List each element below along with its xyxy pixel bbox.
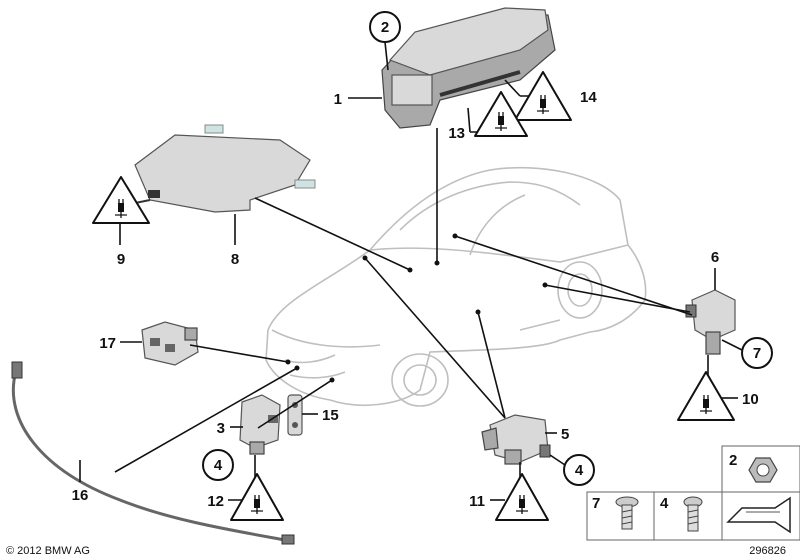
callout-label: 1 (334, 91, 342, 108)
arrow-icon (726, 496, 791, 534)
callout-label: 5 (561, 426, 569, 443)
callout-label: 17 (99, 335, 116, 352)
callout-circle-2: 2 (369, 11, 401, 43)
callout-label: 2 (381, 19, 389, 36)
callout-circle-4: 4 (563, 454, 595, 486)
callout-label: 7 (753, 345, 761, 362)
screw-icon (615, 496, 639, 530)
callout-label: 10 (742, 391, 759, 408)
callout-label: 11 (469, 493, 485, 510)
connector-warning-icon (92, 176, 150, 224)
connector-warning-icon (474, 91, 528, 137)
nut-label: 2 (729, 452, 737, 469)
callout-label: 12 (207, 493, 224, 510)
antenna-cable-part (11, 361, 295, 545)
nut-icon (748, 457, 778, 483)
callout-label: 15 (322, 407, 339, 424)
callout-label: 4 (214, 457, 223, 474)
copyright-text: © 2012 BMW AG (6, 545, 90, 557)
fastener-panel (586, 445, 800, 541)
callout-label: 8 (231, 251, 239, 268)
connector-warning-icon (495, 473, 549, 521)
front-sensor-part (239, 394, 281, 455)
leader-lines (79, 41, 743, 501)
screw-icon (683, 496, 703, 532)
bracket-part (287, 394, 303, 436)
callout-circle-7: 7 (741, 337, 773, 369)
callout-label: 4 (575, 462, 584, 479)
connector-warning-icon (230, 473, 284, 521)
connector-block-part (141, 321, 199, 366)
screw-label-4: 4 (660, 495, 669, 512)
callout-label: 16 (72, 487, 89, 504)
callout-label: 14 (580, 89, 597, 106)
side-sensor-part (481, 414, 551, 465)
control-unit-part (381, 7, 556, 129)
rear-sensor-part (685, 289, 736, 355)
mount-point-dots (285, 233, 548, 383)
connector-warning-icon (677, 371, 735, 421)
callout-label: 6 (711, 249, 719, 266)
callout-label: 13 (448, 125, 465, 142)
seat-mat-part (119, 124, 316, 213)
screw-label-7: 7 (592, 495, 600, 512)
callout-label: 9 (117, 251, 125, 268)
connector-warning-icon (514, 71, 572, 121)
diagram-number: 296826 (749, 545, 786, 557)
car-outline (265, 166, 647, 407)
callout-label: 3 (217, 420, 225, 437)
callout-circle-4: 4 (202, 449, 234, 481)
